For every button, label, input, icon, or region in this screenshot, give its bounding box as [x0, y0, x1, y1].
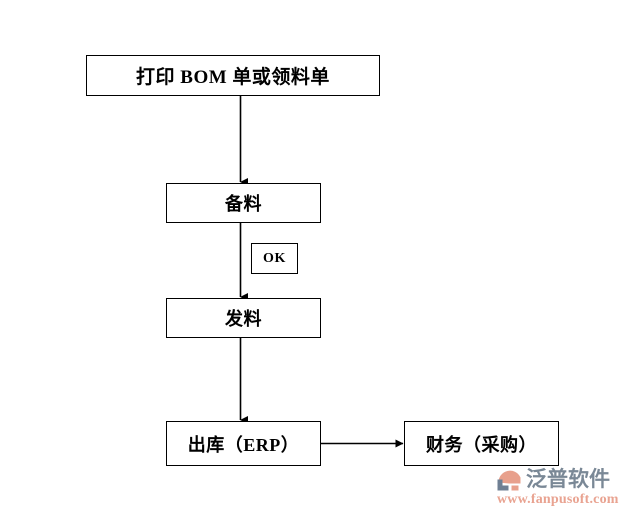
watermark-brand-row: 泛普软件 — [496, 466, 610, 492]
node-outbound-erp[interactable]: 出库（ERP） — [166, 421, 321, 466]
edge-label-ok[interactable]: OK — [251, 243, 298, 274]
watermark: 泛普软件 www.fanpusoft.com — [496, 466, 620, 512]
node-print-bom-or-requisition[interactable]: 打印 BOM 单或领料单 — [86, 55, 380, 96]
watermark-url-text: www.fanpusoft.com — [497, 492, 619, 507]
node-finance-purchasing[interactable]: 财务（采购） — [404, 421, 559, 466]
watermark-brand-text: 泛普软件 — [526, 467, 610, 491]
fanpu-logo-icon — [497, 470, 521, 491]
node-prepare-material[interactable]: 备料 — [166, 183, 321, 223]
node-issue-material[interactable]: 发料 — [166, 298, 321, 338]
